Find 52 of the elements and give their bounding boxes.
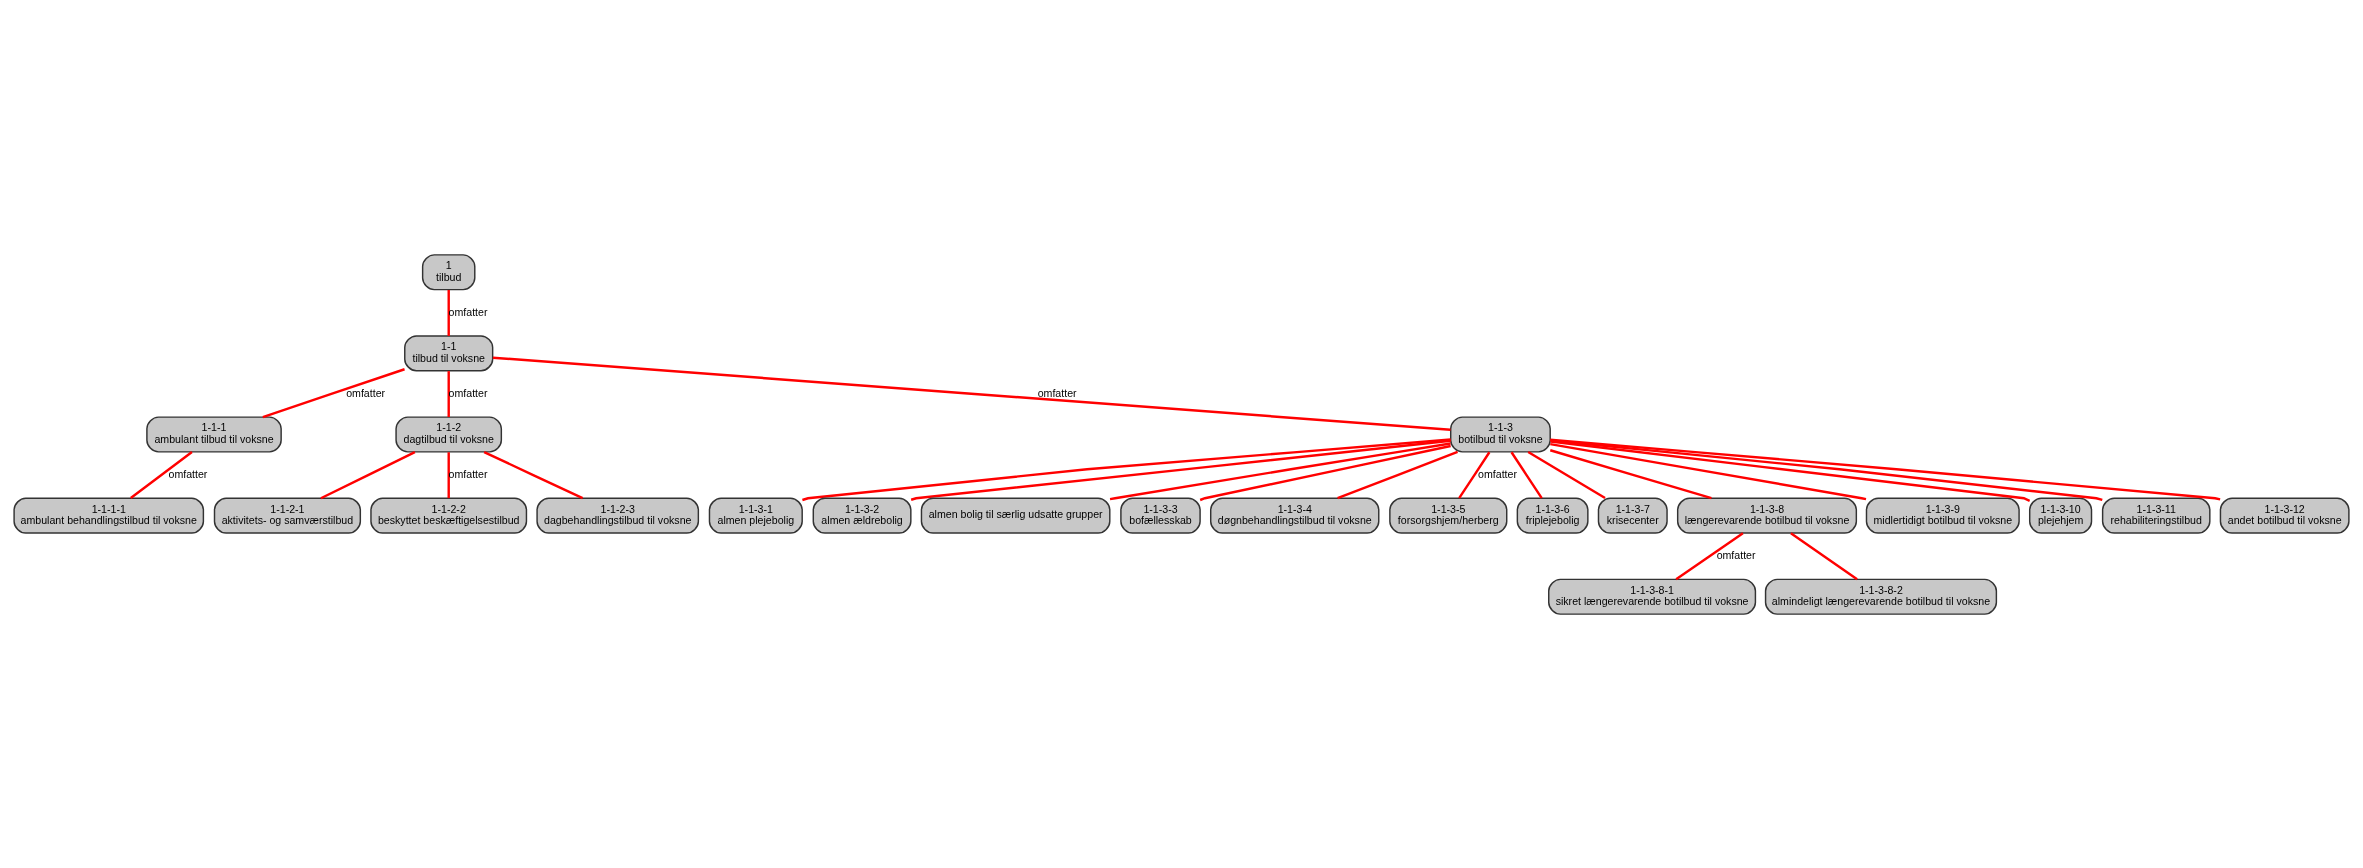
connector bbox=[320, 450, 416, 499]
connector bbox=[262, 367, 405, 418]
connector bbox=[447, 370, 450, 417]
edge-label: omfatter bbox=[168, 467, 208, 480]
connector bbox=[1109, 441, 1451, 500]
connector bbox=[130, 450, 193, 499]
connector bbox=[1199, 444, 1451, 501]
connector bbox=[1527, 450, 1606, 499]
connector bbox=[1790, 531, 1858, 580]
node-box: 1-1-3-6 friplejebolig bbox=[1516, 497, 1589, 534]
node-box: 1-1-3-1 almen plejebolig bbox=[708, 497, 803, 534]
node-box: 1-1-2-1 aktivitets- og samværstilbud bbox=[213, 497, 362, 534]
connector bbox=[1550, 442, 1867, 500]
node-box: 1-1-3-8-2 almindeligt længerevarende botilbud til voksne bbox=[1764, 578, 1998, 615]
node-box: 1-1-1-1 ambulant behandlingstilbud til voksne bbox=[13, 497, 205, 534]
connector bbox=[1675, 531, 1744, 580]
node-box: 1-1 tilbud til voksne bbox=[404, 334, 494, 371]
connector bbox=[910, 439, 1451, 501]
node-box: 1-1-3-7 krisecenter bbox=[1597, 497, 1668, 534]
connector bbox=[1550, 439, 2031, 502]
connector bbox=[1458, 451, 1491, 499]
node-box: 1 tilbud bbox=[421, 253, 476, 290]
node-box: 1-1-2 dagtilbud til voksne bbox=[395, 415, 503, 453]
node-box: 1-1-3-8-1 sikret længerevarende botilbud til voksne bbox=[1548, 578, 1757, 615]
edge-label: omfatter bbox=[1037, 386, 1077, 399]
node-box: 1-1-3-12 andet botilbud til voksne bbox=[2219, 497, 2350, 534]
node-box: 1-1-2-2 beskyttet beskæftigelsestilbud bbox=[370, 497, 528, 534]
connector bbox=[802, 437, 1451, 501]
edge-label: omfatter bbox=[1478, 467, 1518, 480]
node-box: 1-1-3-4 døgnbehandlingstilbud til voksne bbox=[1210, 497, 1380, 534]
edge-label: omfatter bbox=[346, 386, 386, 399]
connector bbox=[483, 450, 584, 499]
connector bbox=[1549, 448, 1712, 499]
connector bbox=[492, 355, 1451, 431]
node-box: 1-1-3-2 almen ældrebolig bbox=[812, 497, 912, 534]
connector bbox=[1550, 438, 2221, 501]
node-box: 1-1-3-10 plejehjem bbox=[2028, 497, 2093, 534]
node-box: 1-1-2-3 dagbehandlingstilbud til voksne bbox=[536, 497, 700, 534]
edge-label: omfatter bbox=[1716, 548, 1756, 561]
node-box: 1-1-3-8 længerevarende botilbud til voksne bbox=[1676, 497, 1858, 534]
connector bbox=[447, 451, 450, 498]
node-box: almen bolig til særlig udsatte grupper bbox=[920, 497, 1111, 534]
connector bbox=[1510, 451, 1543, 499]
connector bbox=[1550, 438, 2103, 501]
node-box: 1-1-3-11 rehabiliteringstilbud bbox=[2101, 497, 2211, 534]
connector bbox=[447, 289, 450, 336]
connector bbox=[1337, 450, 1458, 499]
node-box: 1-1-3-5 forsorgshjem/herberg bbox=[1389, 497, 1508, 534]
node-box: 1-1-3-3 bofællesskab bbox=[1120, 497, 1201, 534]
node-box: 1-1-3 botilbud til voksne bbox=[1450, 415, 1551, 453]
node-box: 1-1-1 ambulant tilbud til voksne bbox=[146, 415, 282, 453]
node-box: 1-1-3-9 midlertidigt botilbud til voksne bbox=[1865, 497, 2020, 534]
